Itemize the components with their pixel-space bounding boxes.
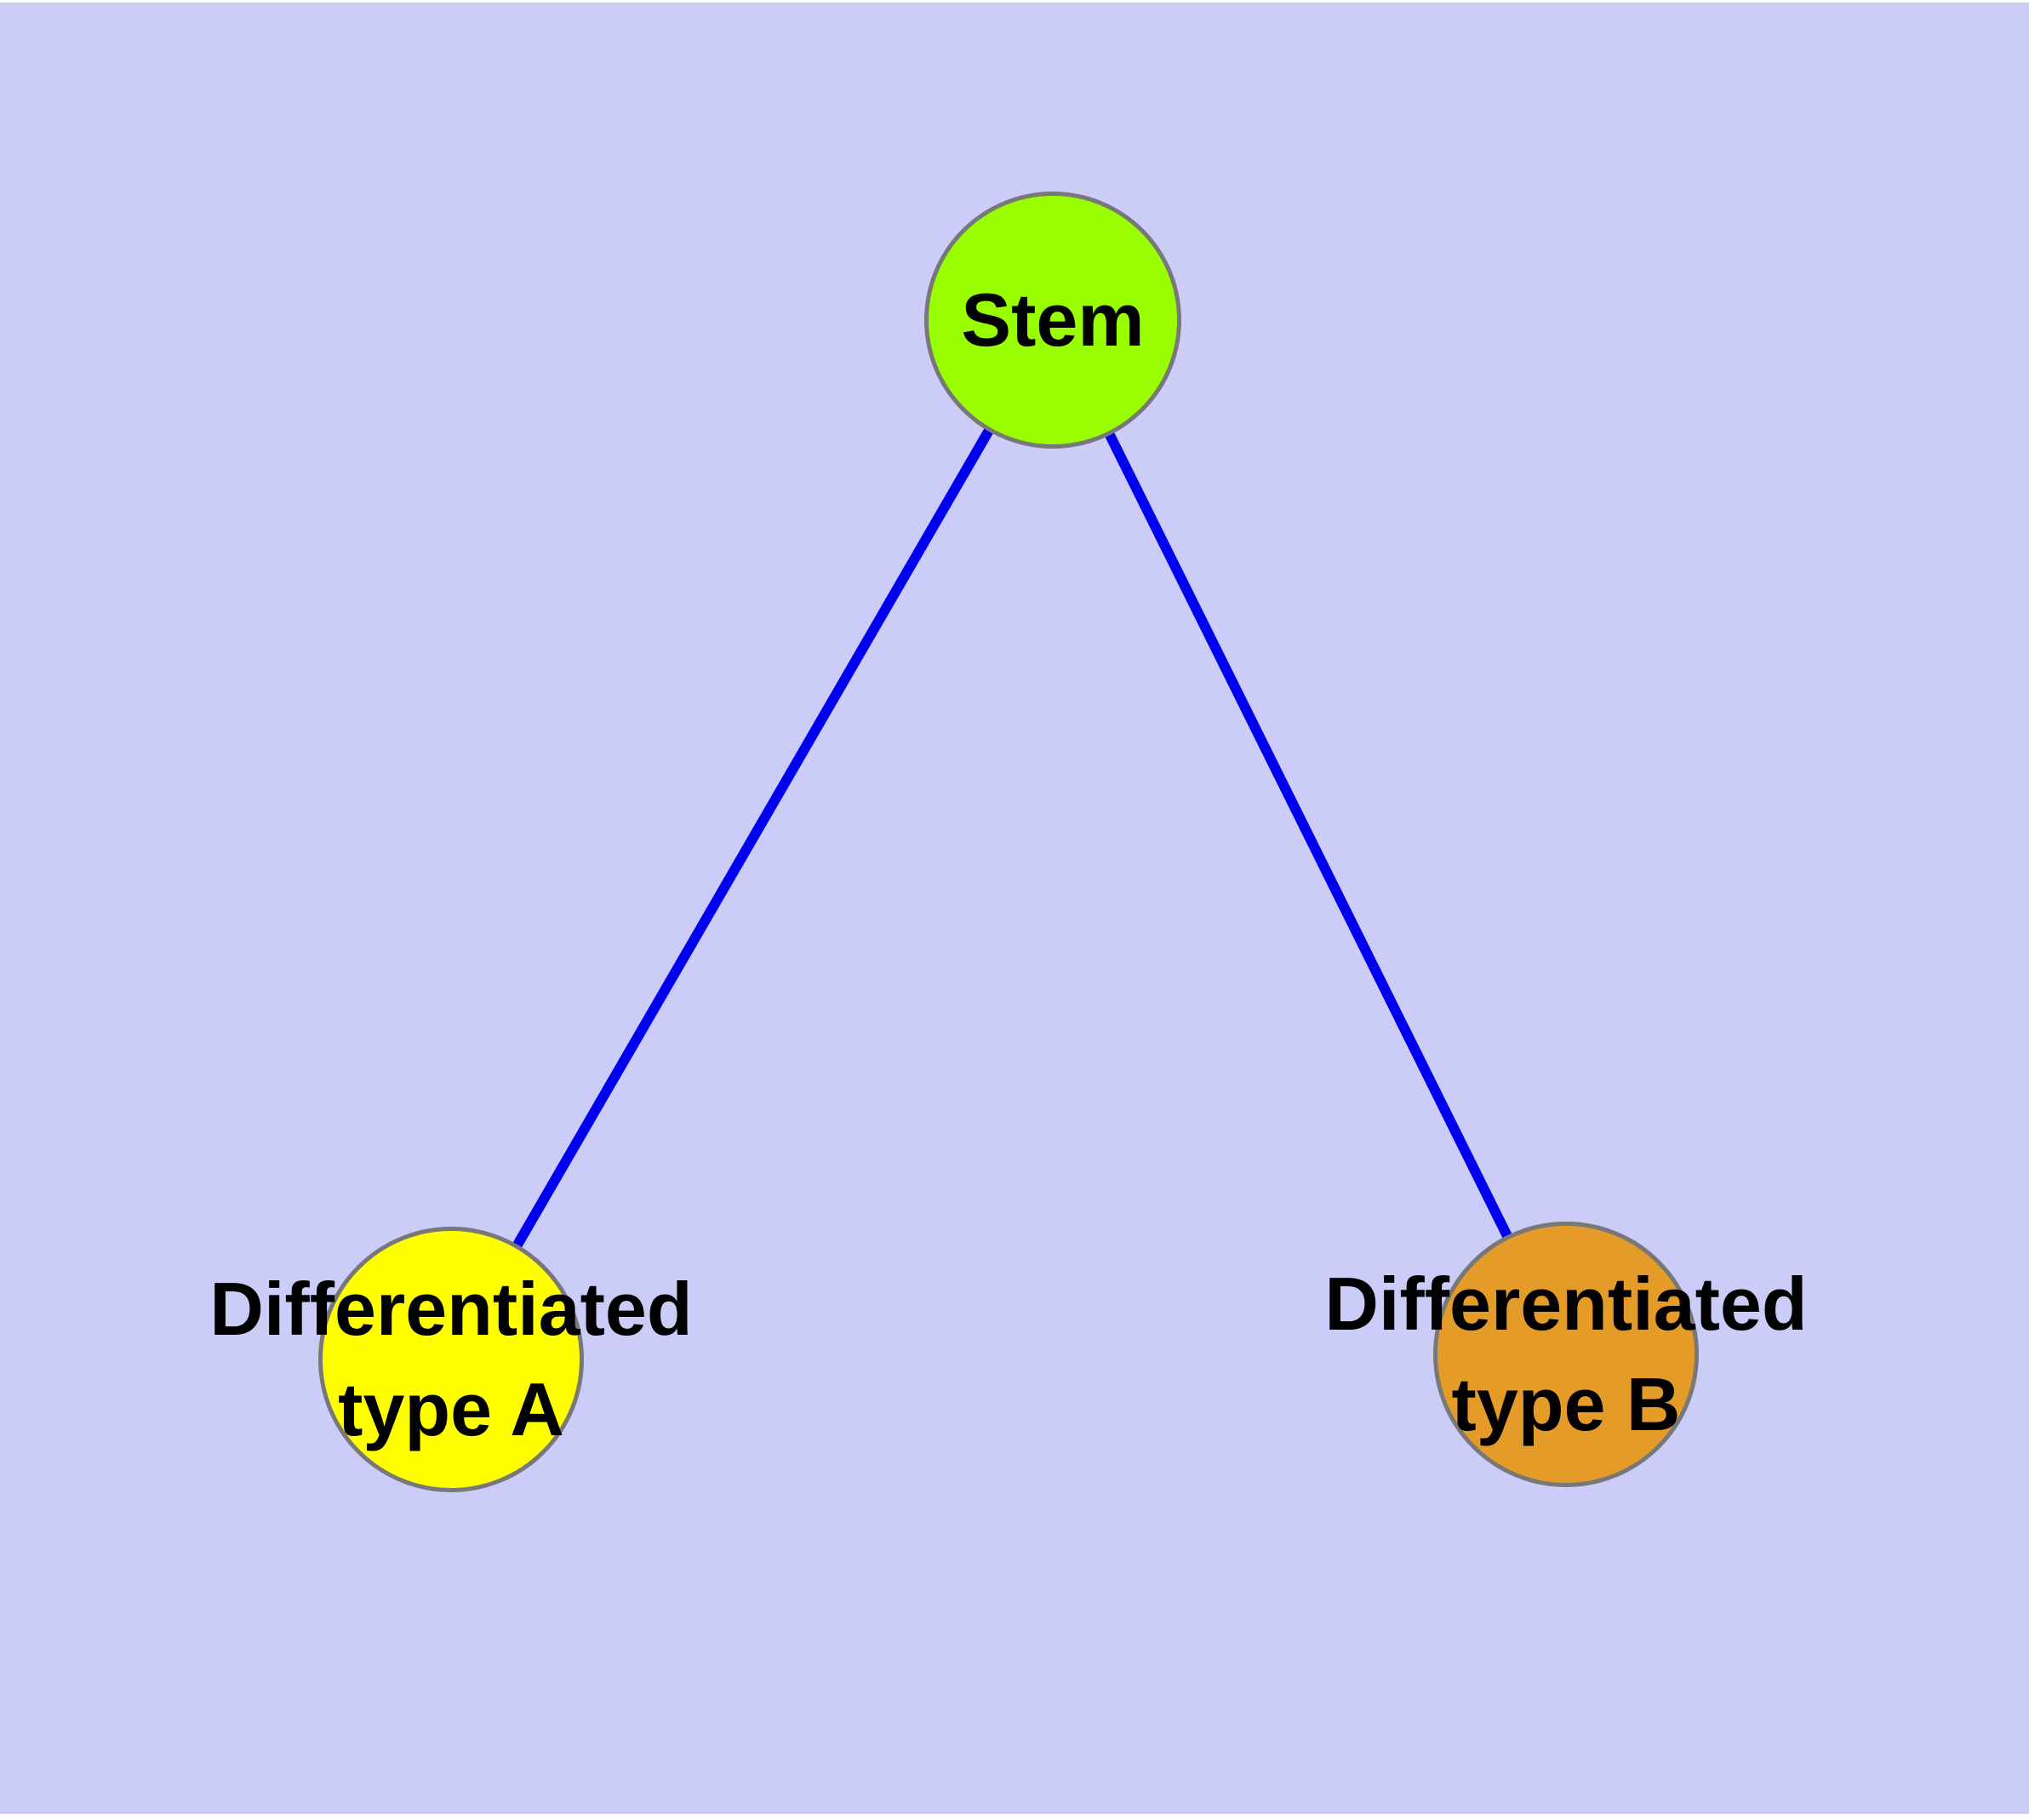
edges-layer — [446, 317, 1571, 1363]
node-differentiated-type-b[interactable] — [1433, 1222, 1699, 1487]
edge-stem-to-type-b — [1048, 318, 1571, 1357]
node-differentiated-type-a[interactable] — [318, 1227, 584, 1492]
edge-stem-to-type-a — [446, 317, 1058, 1363]
node-stem[interactable] — [924, 192, 1181, 449]
graph-canvas: Stem Differentiated type A Differentiate… — [0, 3, 2029, 1814]
